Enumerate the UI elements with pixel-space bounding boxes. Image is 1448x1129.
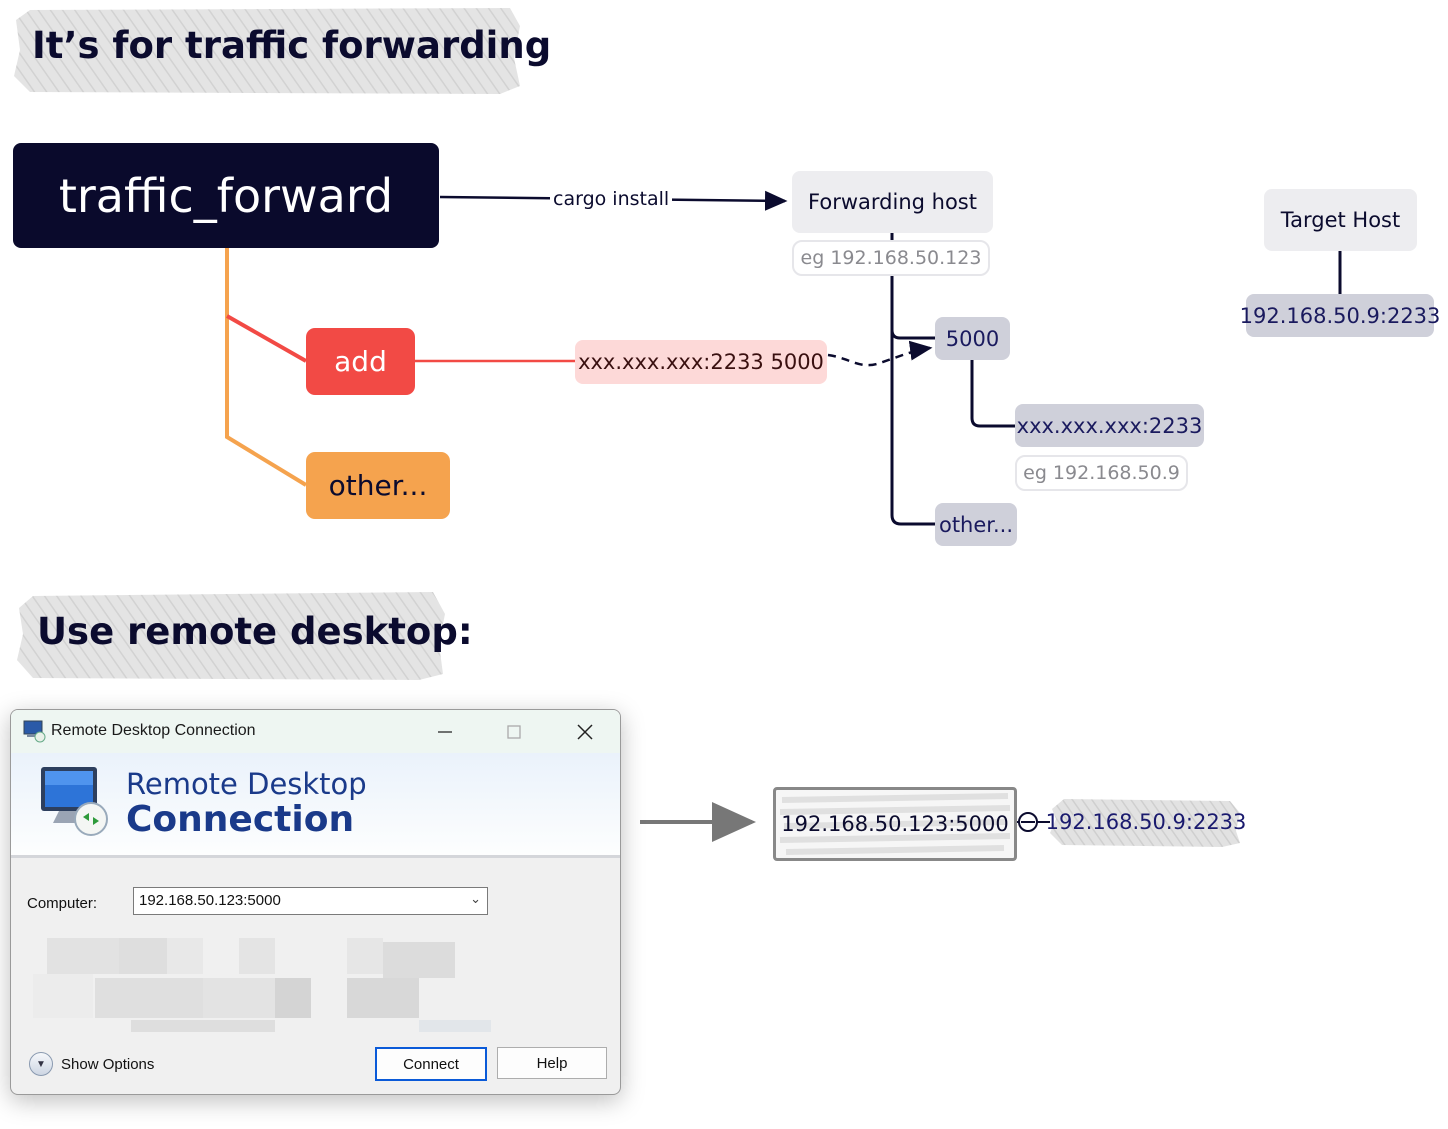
resolved-target-address-text: 192.168.50.9:2233 [1045, 810, 1247, 834]
edge-args-port [827, 340, 933, 367]
connect-button[interactable]: Connect [375, 1047, 487, 1081]
edge-root-add [226, 314, 307, 363]
chevron-down-icon[interactable]: ▼ [29, 1052, 53, 1076]
app-icon [23, 720, 46, 743]
section-title-remote-desktop: Use remote desktop: [37, 610, 473, 653]
banner-title-line2: Connection [126, 799, 355, 840]
computer-label: Computer: [27, 895, 98, 912]
close-icon[interactable] [565, 718, 605, 746]
show-options-label: Show Options [61, 1055, 155, 1073]
node-other: other... [306, 452, 450, 519]
show-options-toggle[interactable]: ▼ Show Options [29, 1052, 154, 1076]
node-host-other: other... [935, 503, 1017, 546]
window-banner: Remote Desktop Connection [11, 753, 620, 858]
chevron-down-icon[interactable]: ⌄ [470, 891, 481, 906]
edge-port-target [970, 360, 1015, 428]
window-title: Remote Desktop Connection [51, 722, 256, 739]
connect-address: 192.168.50.123:5000 [781, 812, 1009, 836]
node-forwarding-host: Forwarding host [792, 171, 993, 233]
page-title: It’s for traffic forwarding [32, 24, 552, 67]
help-button[interactable]: Help [497, 1047, 607, 1079]
target-address-example: eg 192.168.50.9 [1015, 455, 1188, 491]
window-titlebar[interactable]: Remote Desktop Connection [11, 710, 620, 753]
computer-monitor-icon [41, 767, 108, 836]
connect-address-box: 192.168.50.123:5000 [773, 787, 1017, 861]
node-port: 5000 [935, 317, 1010, 360]
maximize-icon[interactable] [494, 718, 534, 746]
resolved-target-address: 192.168.50.9:2233 [1046, 797, 1246, 847]
minimize-icon[interactable] [425, 718, 465, 746]
remote-desktop-window: Remote Desktop Connection Remote Desktop… [10, 709, 621, 1095]
node-target-host-address: 192.168.50.9:2233 [1240, 294, 1440, 337]
heading-highlight-2: Use remote desktop: [15, 590, 473, 682]
node-target-address: xxx.xxx.xxx:2233 [1015, 404, 1204, 447]
node-target-host: Target Host [1264, 189, 1417, 251]
edge-root-other [225, 248, 308, 487]
node-add: add [306, 328, 415, 395]
node-forward-args: xxx.xxx.xxx:2233 5000 [575, 340, 827, 384]
edge-host-other [890, 330, 936, 526]
computer-input-value: 192.168.50.123:5000 [139, 892, 281, 909]
node-traffic-forward: traffic_forward [13, 143, 439, 248]
heading-highlight-1: It’s for traffic forwarding [10, 6, 551, 96]
computer-input[interactable]: 192.168.50.123:5000 ⌄ [133, 887, 488, 915]
edge-label-cargo-install: cargo install [550, 188, 673, 210]
pixelated-region [23, 936, 513, 1032]
banner-title-line1: Remote Desktop [126, 767, 367, 801]
forwarding-host-example: eg 192.168.50.123 [792, 240, 990, 276]
